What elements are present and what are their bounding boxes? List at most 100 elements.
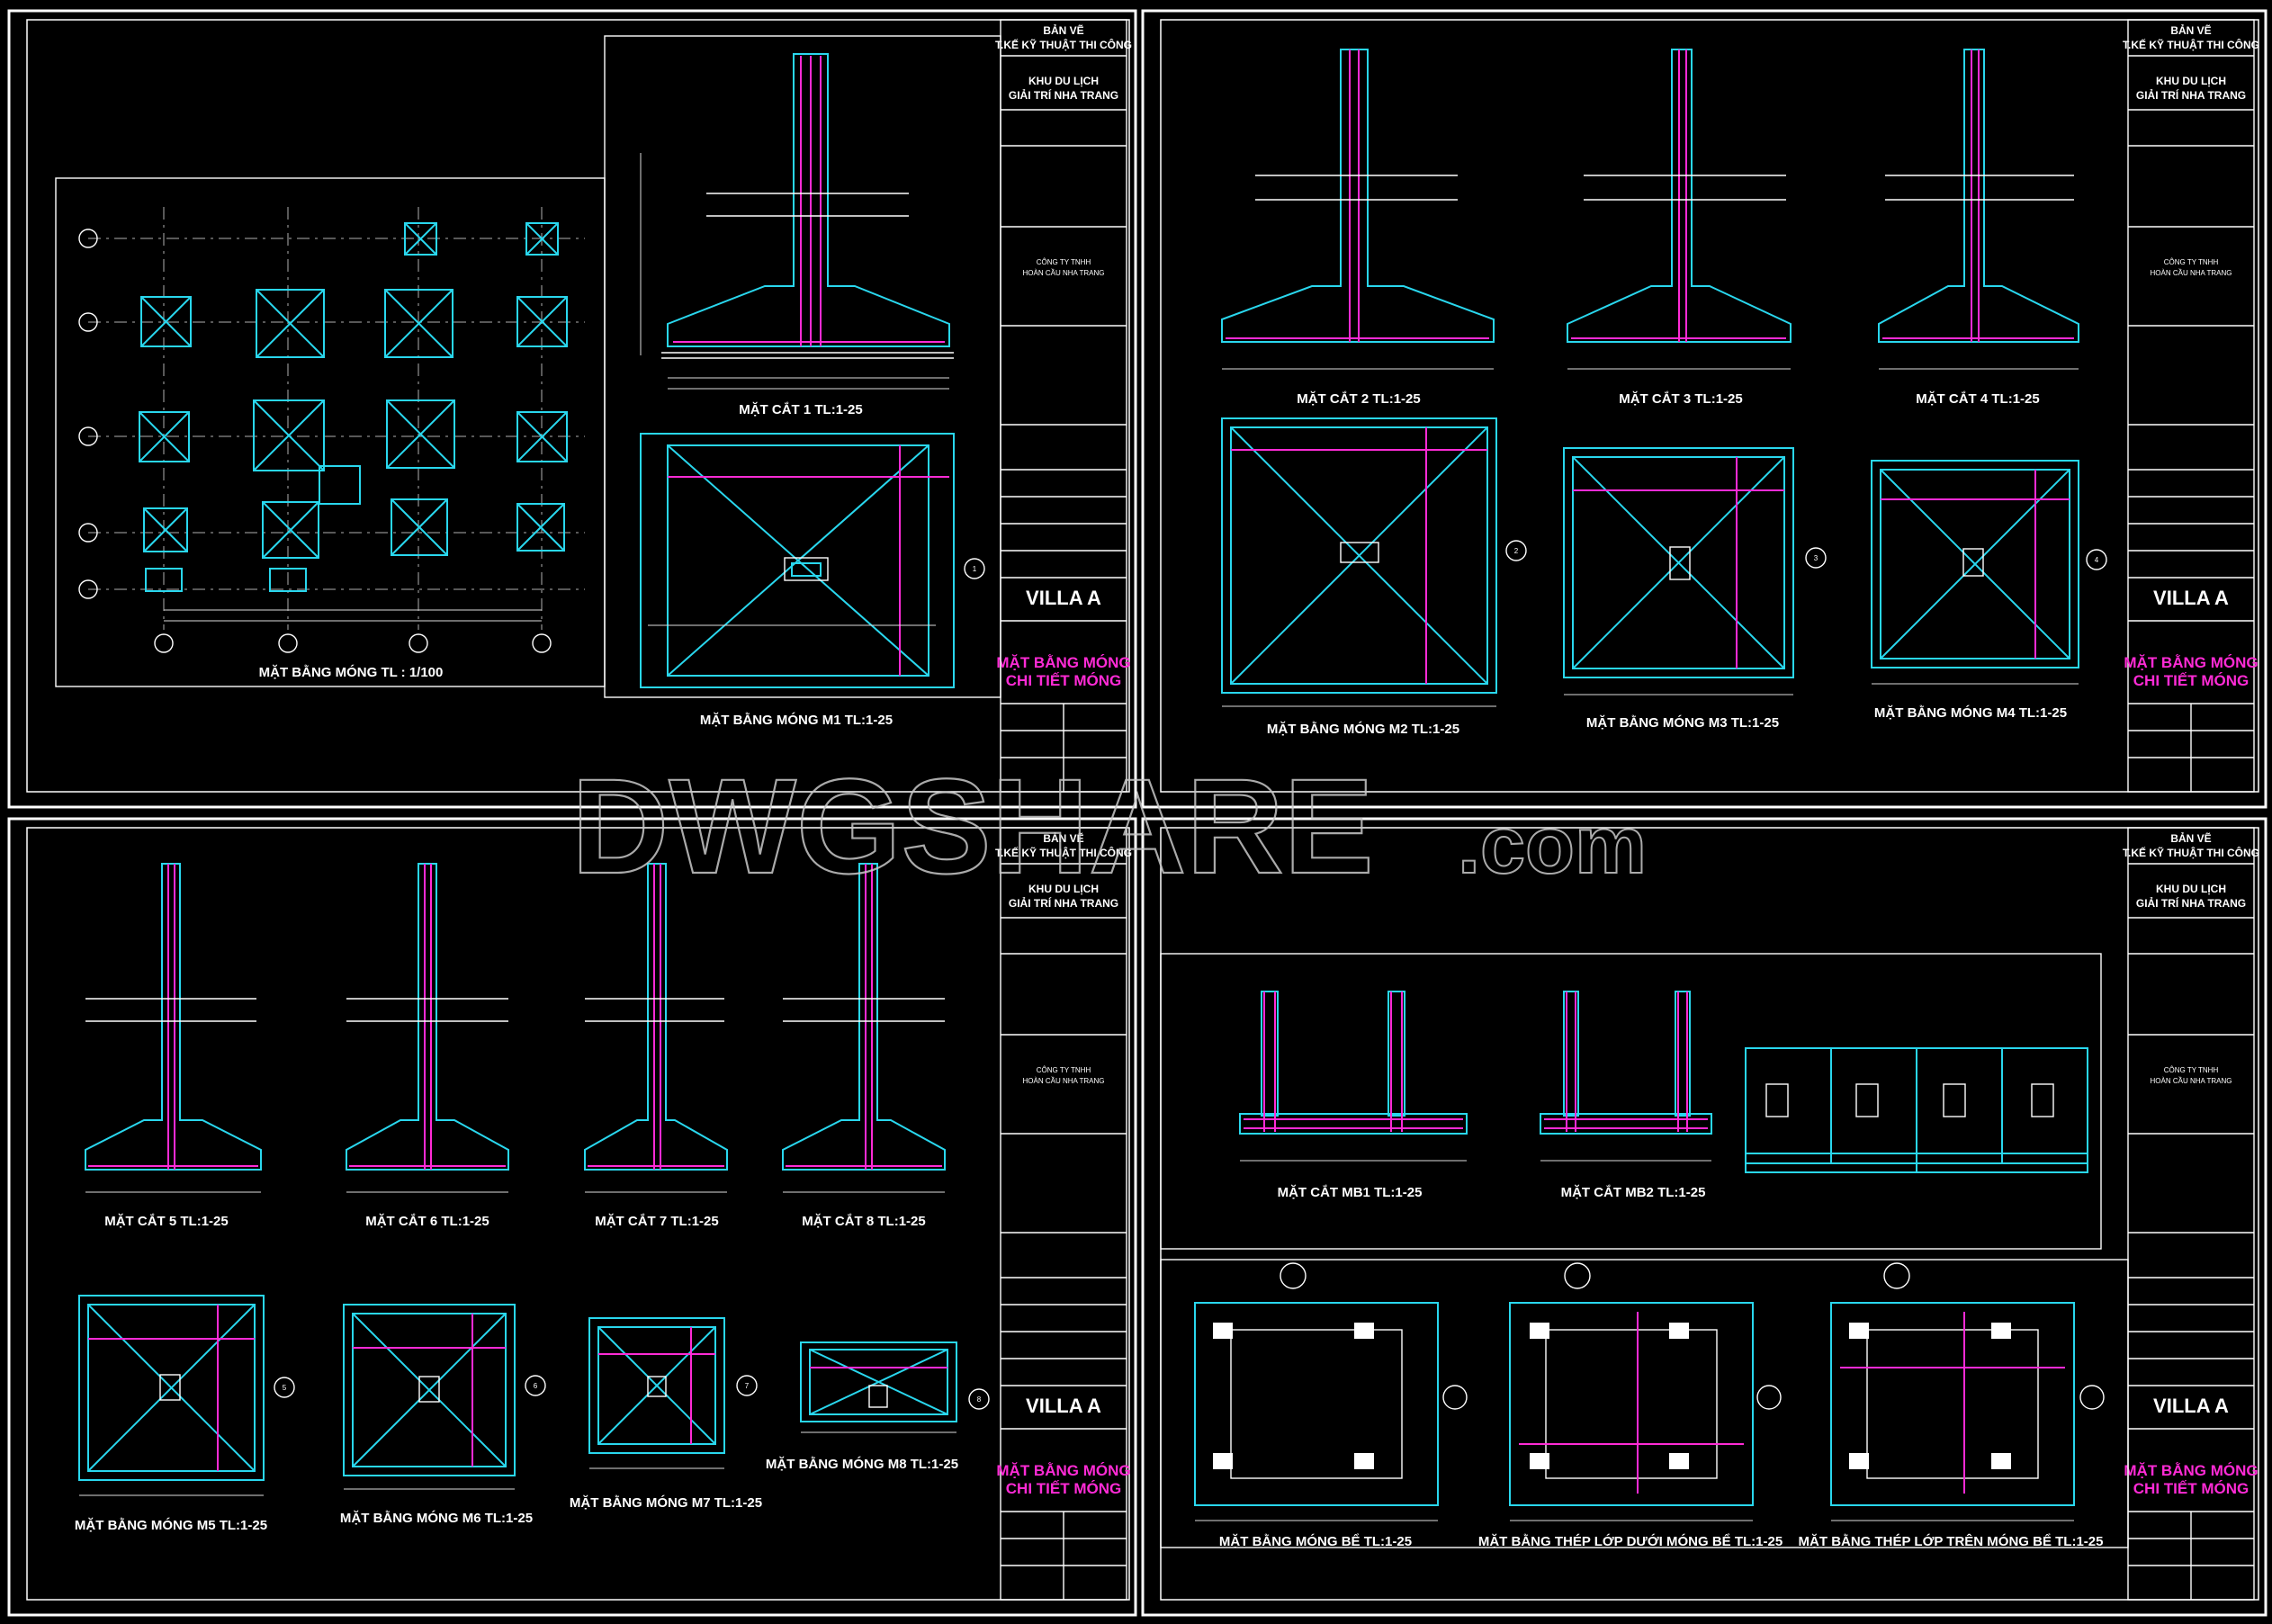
title-block-1: BẢN VẼ T.KẾ KỸ THUẬT THI CÔNG KHU DU LỊC… (995, 19, 1132, 793)
section-marker-6-text: 6 (534, 1382, 538, 1390)
section-3: MẶT CẮT 3 TL:1-25 (1567, 49, 1792, 407)
tb-villa: VILLA A (1026, 1395, 1101, 1417)
footing-plan-m6: 6 MẶT BẰNG MÓNG M6 TL:1-25 (340, 1304, 546, 1526)
tank-top-marker-top (1883, 1262, 1910, 1289)
tank-section-frame (1160, 953, 2102, 1250)
tb-villa: VILLA A (2153, 587, 2229, 609)
footing-plan-m8: 8 MẶT BẰNG MÓNG M8 TL:1-25 (766, 1341, 990, 1472)
tb-owner-2: HOÀN CẦU NHA TRANG (2151, 268, 2232, 277)
tb-ban-ve: BẢN VẼ (1043, 23, 1083, 37)
section-marker-8 (968, 1388, 990, 1410)
sheet-1-detail-frame (604, 35, 1001, 698)
section-marker-3-text: 3 (1814, 554, 1818, 562)
tank-top-marker-side (2079, 1385, 2105, 1410)
section-mb2: MẶT CẮT MB2 TL:1-25 (1540, 991, 1712, 1200)
section-marker-2-text: 2 (1514, 547, 1519, 555)
section-7: MẶT CẮT 7 TL:1-25 (584, 863, 728, 1229)
tb-owner-1: CÔNG TY TNHH (1037, 258, 1091, 266)
sheet-4-inner (1160, 827, 2259, 1601)
section-mb1-label: MẶT CẮT MB1 TL:1-25 (1278, 1184, 1423, 1200)
footing-plan-m4-label: MẶT BẰNG MÓNG M4 TL:1-25 (1874, 704, 2067, 721)
tank-section-marker-side (1442, 1385, 1468, 1410)
tank-plan-label: MẶT BẰNG MÓNG BỂ TL:1-25 (1219, 1533, 1412, 1549)
section-6: MẶT CẮT 6 TL:1-25 (346, 863, 509, 1229)
tb-project-1: KHU DU LỊCH (1028, 883, 1099, 895)
watermark-suffix: .com (1458, 801, 1647, 891)
tank-plan: MẶT BẰNG MÓNG BỂ TL:1-25 (1194, 1262, 1468, 1549)
footing-plan-m3-label: MẶT BẰNG MÓNG M3 TL:1-25 (1586, 714, 1779, 731)
watermark: DWGSHARE .com (570, 749, 1648, 902)
tank-bottom-rebar-label: MẶT BẰNG THÉP LỚP DƯỚI MÓNG BỂ TL:1-25 (1478, 1533, 1783, 1549)
tb-project-2: GIẢI TRÍ NHA TRANG (1009, 88, 1118, 102)
tb-project-2: GIẢI TRÍ NHA TRANG (2136, 896, 2246, 910)
footing-plan-m3: 3 MẶT BẰNG MÓNG M3 TL:1-25 (1563, 447, 1827, 731)
section-5-label: MẶT CẮT 5 TL:1-25 (104, 1213, 229, 1229)
tb-owner-1: CÔNG TY TNHH (1037, 1066, 1091, 1074)
tb-tkkt: T.KẾ KỸ THUẬT THI CÔNG (995, 846, 1132, 859)
tank-section-marker-top (1280, 1262, 1307, 1289)
section-marker-7 (736, 1375, 758, 1396)
tb-owner-2: HOÀN CẦU NHA TRANG (1023, 1076, 1105, 1085)
tb-project-1: KHU DU LỊCH (1028, 75, 1099, 87)
section-mb2-label: MẶT CẮT MB2 TL:1-25 (1561, 1184, 1706, 1200)
footing-plan-m8-label: MẶT BẰNG MÓNG M8 TL:1-25 (766, 1456, 958, 1472)
section-6-label: MẶT CẮT 6 TL:1-25 (365, 1213, 489, 1229)
tb-owner-2: HOÀN CẦU NHA TRANG (2151, 1076, 2232, 1085)
sheet-1-frame (7, 9, 1137, 809)
tb-content-2: CHI TIẾT MÓNG (1006, 1480, 1121, 1497)
tb-owner-1: CÔNG TY TNHH (2164, 258, 2219, 266)
tb-ban-ve: BẢN VẼ (2170, 23, 2211, 37)
section-1: MẶT CẮT 1 TL:1-25 (640, 53, 954, 417)
footing-plan-m6-label: MẶT BẰNG MÓNG M6 TL:1-25 (340, 1510, 533, 1526)
footing-plan-m2-label: MẶT BẰNG MÓNG M2 TL:1-25 (1267, 721, 1459, 737)
tb-ban-ve: BẢN VẼ (2170, 831, 2211, 845)
section-4-label: MẶT CẮT 4 TL:1-25 (1916, 390, 2040, 407)
footing-plan-m5-label: MẶT BẰNG MÓNG M5 TL:1-25 (75, 1517, 267, 1533)
tb-villa: VILLA A (1026, 587, 1101, 609)
tb-content-1: MẶT BẰNG MÓNG (2124, 654, 2258, 671)
tb-content-2: CHI TIẾT MÓNG (2133, 672, 2249, 689)
section-1-label: MẶT CẮT 1 TL:1-25 (739, 401, 863, 417)
tb-project-1: KHU DU LỊCH (2156, 883, 2226, 895)
tb-project-2: GIẢI TRÍ NHA TRANG (1009, 896, 1118, 910)
footing-plan-m7-label: MẶT BẰNG MÓNG M7 TL:1-25 (570, 1494, 762, 1511)
footing-plan-m1-label: MẶT BẰNG MÓNG M1 TL:1-25 (700, 712, 893, 728)
tb-owner-2: HOÀN CẦU NHA TRANG (1023, 268, 1105, 277)
section-mb1: MẶT CẮT MB1 TL:1-25 (1239, 991, 1468, 1200)
sheet-3-inner (26, 827, 1130, 1601)
footing-plan-m4: 4 MẶT BẰNG MÓNG M4 TL:1-25 (1871, 460, 2107, 721)
watermark-main: DWGSHARE (571, 750, 1374, 902)
section-marker-2 (1505, 540, 1527, 561)
tb-content-1: MẶT BẰNG MÓNG (2124, 1462, 2258, 1479)
sheet-frames (7, 9, 2268, 1617)
foundation-plan-label: MẶT BẰNG MÓNG TL : 1/100 (259, 664, 444, 680)
tb-content-1: MẶT BẰNG MÓNG (996, 654, 1130, 671)
tb-ban-ve: BẢN VẼ (1043, 831, 1083, 845)
footing-plan-m5: 5 MẶT BẰNG MÓNG M5 TL:1-25 (75, 1295, 295, 1533)
section-marker-3 (1805, 547, 1827, 569)
tank-top-rebar-label: MẶT BẰNG THÉP LỚP TRÊN MÓNG BỂ TL:1-25 (1799, 1533, 2104, 1549)
tank-plan-frame (1160, 1259, 2129, 1548)
tank-bottom-rebar-plan: MẶT BẰNG THÉP LỚP DƯỚI MÓNG BỂ TL:1-25 (1478, 1262, 1783, 1549)
tb-project-1: KHU DU LỊCH (2156, 75, 2226, 87)
section-3-label: MẶT CẮT 3 TL:1-25 (1619, 390, 1743, 407)
tb-tkkt: T.KẾ KỸ THUẬT THI CÔNG (995, 38, 1132, 51)
tb-project-2: GIẢI TRÍ NHA TRANG (2136, 88, 2246, 102)
tb-content-2: CHI TIẾT MÓNG (1006, 672, 1121, 689)
tb-content-2: CHI TIẾT MÓNG (2133, 1480, 2249, 1497)
title-block-2: BẢN VẼ T.KẾ KỸ THUẬT THI CÔNG KHU DU LỊC… (2123, 19, 2259, 793)
section-2-label: MẶT CẮT 2 TL:1-25 (1297, 390, 1421, 407)
footing-plan-m2: 2 MẶT BẰNG MÓNG M2 TL:1-25 (1221, 417, 1527, 737)
sheet-2-inner (1160, 19, 2259, 793)
sheet-4-frame (1141, 817, 2268, 1617)
title-block-3: BẢN VẼ T.KẾ KỸ THUẬT THI CÔNG KHU DU LỊC… (995, 827, 1132, 1601)
rebar-detail-table (1745, 1047, 2088, 1173)
foundation-plan: MẶT BẰNG MÓNG TL : 1/100 (55, 177, 606, 687)
section-marker-6 (525, 1375, 546, 1396)
sheet-1-inner (26, 19, 1130, 793)
section-marker-4-text: 4 (2095, 556, 2099, 564)
sheet-3-frame (7, 817, 1137, 1617)
section-marker-7-text: 7 (745, 1382, 750, 1390)
section-8: MẶT CẮT 8 TL:1-25 (782, 863, 946, 1229)
